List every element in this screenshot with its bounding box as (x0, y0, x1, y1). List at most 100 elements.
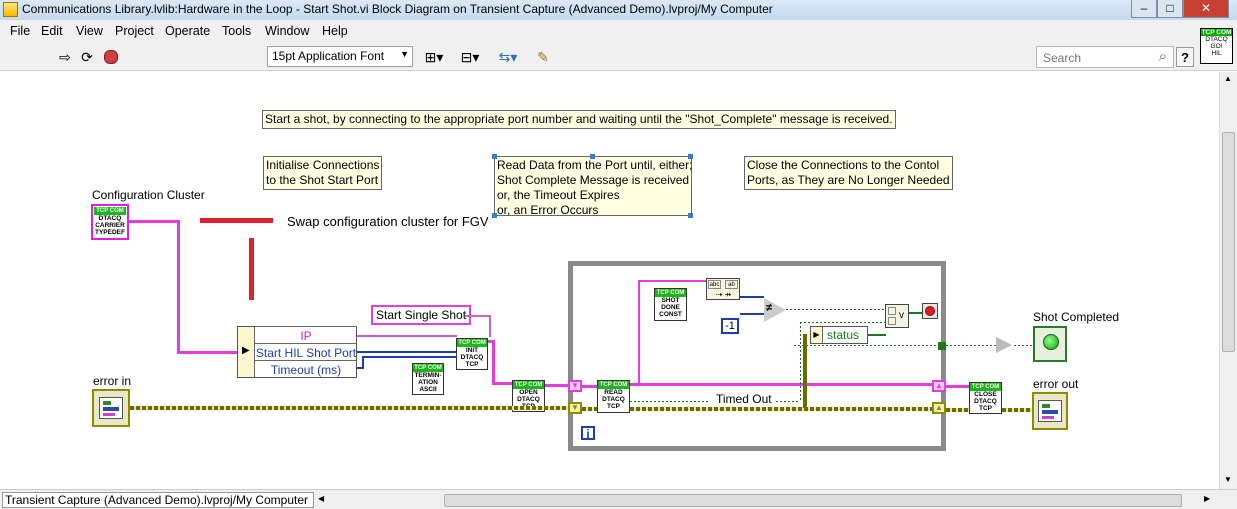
vertical-scroll-thumb[interactable] (1222, 132, 1235, 352)
cluster-wire[interactable] (545, 384, 570, 387)
init-dtacq-tcp-node[interactable]: TCP COM INIT DTACQ TCP (456, 338, 488, 370)
shot-completed-indicator[interactable] (1033, 326, 1067, 362)
timed-out-wire[interactable] (776, 401, 800, 402)
menu-file[interactable]: File (10, 24, 31, 38)
timed-out-wire[interactable] (630, 401, 710, 402)
run-arrow-icon[interactable]: ⇨ (59, 49, 71, 65)
selection-handle[interactable] (492, 213, 497, 218)
selection-handle[interactable] (688, 154, 693, 159)
selection-handle[interactable] (688, 213, 693, 218)
string-wire[interactable] (638, 280, 640, 384)
cluster-wire[interactable] (488, 340, 494, 343)
close-dtacq-tcp-node[interactable]: TCP COM CLOSE DTACQ TCP (969, 382, 1002, 414)
menu-operate[interactable]: Operate (165, 24, 211, 38)
termination-ascii-node[interactable]: TCP COM TERMIN- ATION ASCII (412, 363, 444, 395)
timeout-wire[interactable] (357, 367, 363, 369)
cluster-wire[interactable] (492, 382, 512, 385)
cluster-wire[interactable] (492, 340, 495, 385)
boolean-wire[interactable] (909, 312, 923, 314)
boolean-wire[interactable] (868, 334, 886, 336)
config-cluster-constant[interactable]: TCP COM DTACQ CARRIER TYPEDEF (91, 204, 129, 240)
cluster-wire[interactable] (630, 383, 932, 386)
maximize-button[interactable]: □ (1157, 0, 1183, 18)
boolean-wire[interactable] (1014, 345, 1032, 346)
comment-init[interactable]: Initialise Connections to the Shot Start… (263, 156, 383, 190)
scroll-left-icon[interactable]: ◀ (318, 494, 325, 503)
selection-handle[interactable] (590, 154, 595, 159)
ip-wire[interactable] (357, 335, 457, 337)
stop-terminal[interactable] (922, 303, 938, 319)
context-help-button[interactable]: ? (1176, 47, 1194, 67)
abort-icon[interactable] (100, 48, 122, 66)
boolean-wire[interactable] (786, 309, 886, 310)
menu-project[interactable]: Project (115, 24, 154, 38)
read-dtacq-tcp-node[interactable]: TCP COM READ DTACQ TCP (597, 380, 630, 413)
block-diagram[interactable]: Start a shot, by connecting to the appro… (0, 72, 1219, 489)
iteration-terminal[interactable]: i (581, 426, 595, 440)
error-in-terminal[interactable] (92, 389, 130, 427)
shift-register-left[interactable]: ▼ (568, 380, 582, 392)
shift-register-right-error[interactable]: ▲ (932, 402, 946, 414)
minimize-button[interactable]: – (1131, 0, 1157, 18)
font-selector[interactable]: 15pt Application Font ▼ (267, 46, 413, 67)
start-single-shot-constant[interactable]: Start Single Shot (371, 305, 472, 325)
unbundle-row-port[interactable]: Start HIL Shot Port (255, 343, 357, 364)
cluster-wire[interactable] (177, 220, 180, 354)
comment-start-shot[interactable]: Start a shot, by connecting to the appro… (262, 110, 896, 129)
align-objects-icon[interactable]: ⊞▾ (424, 49, 444, 65)
unbundle-status[interactable]: ▶ status (810, 326, 868, 344)
error-wire[interactable] (803, 334, 807, 408)
unbundle-row-timeout[interactable]: Timeout (ms) (255, 360, 357, 381)
vertical-scrollbar[interactable]: ▲ ▼ (1219, 72, 1237, 489)
error-wire[interactable] (946, 408, 970, 412)
error-wire[interactable] (130, 406, 568, 410)
reorder-icon[interactable]: ⇆▾ (498, 49, 518, 65)
boolean-wire[interactable] (800, 322, 886, 323)
not-function[interactable] (996, 337, 1012, 353)
while-loop[interactable]: i (568, 261, 946, 451)
boolean-wire[interactable] (794, 345, 938, 346)
timeout-wire[interactable] (362, 356, 364, 369)
menu-tools[interactable]: Tools (222, 24, 252, 38)
minus-one-constant[interactable]: -1 (721, 318, 739, 334)
error-out-terminal[interactable] (1032, 392, 1068, 430)
cluster-wire[interactable] (946, 385, 970, 388)
horizontal-scrollbar[interactable]: ◀ ▶ (316, 492, 1216, 508)
boolean-wire[interactable] (946, 345, 996, 346)
menu-view[interactable]: View (76, 24, 103, 38)
numeric-wire[interactable] (740, 296, 764, 298)
numeric-wire[interactable] (740, 313, 764, 315)
port-wire[interactable] (357, 351, 457, 353)
compound-or-function[interactable]: v (885, 304, 909, 328)
shift-register-left-error[interactable]: ▼ (568, 402, 582, 414)
boolean-wire[interactable] (800, 322, 801, 402)
scroll-up-icon[interactable]: ▲ (1224, 74, 1232, 83)
shot-done-const-node[interactable]: TCP COM SHOT DONE CONST (654, 288, 687, 321)
cleanup-diagram-icon[interactable]: ✎ (537, 49, 549, 65)
string-wire[interactable] (638, 280, 708, 282)
close-button[interactable]: ✕ (1183, 0, 1229, 18)
timeout-wire[interactable] (362, 356, 457, 358)
unbundle-by-name[interactable]: ▶ IP Start HIL Shot Port Timeout (ms) (237, 326, 357, 378)
cluster-wire[interactable] (177, 351, 239, 354)
run-continuously-icon[interactable]: ⟳ (81, 49, 93, 65)
horizontal-scroll-thumb[interactable] (444, 494, 1182, 507)
cluster-wire[interactable] (129, 220, 179, 223)
error-wire[interactable] (582, 407, 932, 411)
unbundle-row-ip[interactable]: IP (255, 326, 357, 347)
loop-tunnel[interactable] (938, 342, 946, 350)
distribute-objects-icon[interactable]: ⊟▾ (460, 49, 480, 65)
string-wire[interactable] (489, 315, 491, 337)
comment-read[interactable]: Read Data from the Port until, either; S… (494, 156, 692, 217)
menu-window[interactable]: Window (265, 24, 310, 38)
string-wire[interactable] (465, 315, 490, 317)
search-box[interactable]: ⌕ (1036, 46, 1174, 68)
not-equal-function[interactable] (764, 298, 786, 322)
selection-handle[interactable] (492, 154, 497, 159)
match-pattern-function[interactable]: abc ab ⇢ ⇸ (706, 278, 740, 300)
menu-help[interactable]: Help (322, 24, 348, 38)
cluster-wire[interactable] (582, 385, 598, 388)
shift-register-right[interactable]: ▲ (932, 380, 946, 392)
menu-edit[interactable]: Edit (41, 24, 63, 38)
comment-close[interactable]: Close the Connections to the Contol Port… (744, 156, 953, 190)
